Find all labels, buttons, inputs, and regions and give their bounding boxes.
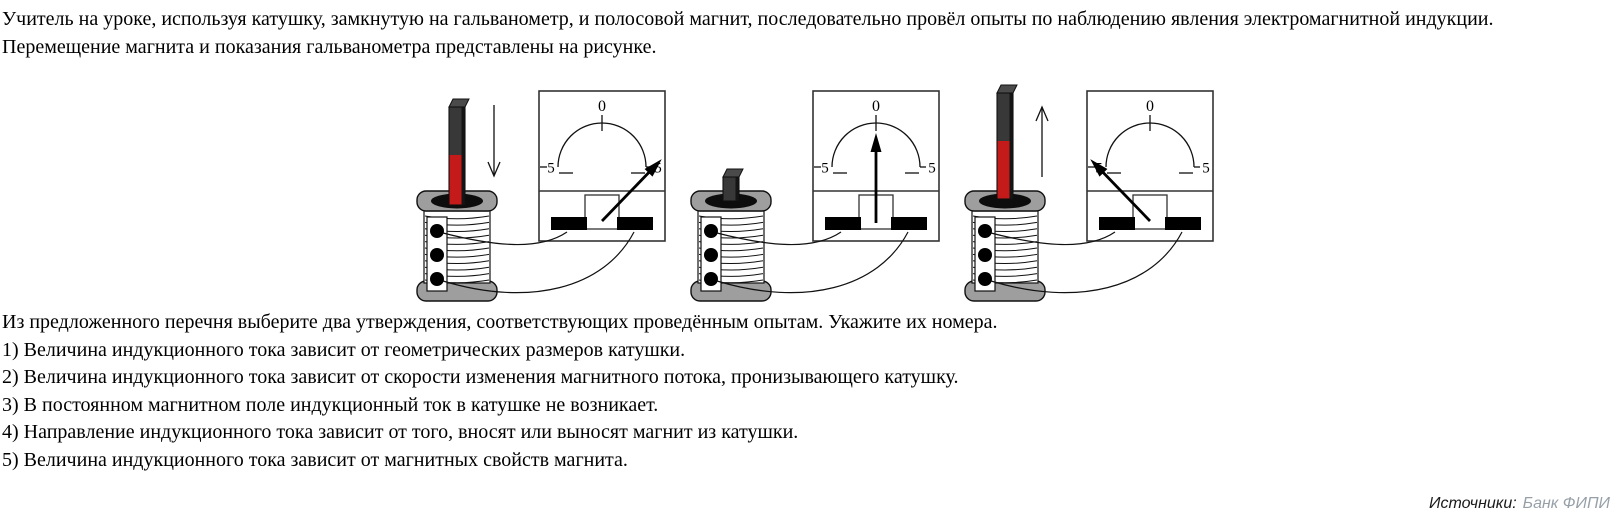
option-item: 5) Величина индукционного тока зависит о… [2, 448, 628, 471]
figure [0, 83, 1616, 305]
galvanometer-needle [1090, 159, 1152, 222]
down-arrow-icon [487, 105, 501, 178]
question-block: Из предложенного перечня выберите два ут… [0, 309, 1616, 474]
source-link[interactable]: Банк ФИПИ [1522, 495, 1610, 512]
experiment-remove [947, 83, 1217, 305]
option-item: 4) Направление индукционного тока зависи… [2, 421, 799, 443]
bar-magnet [996, 84, 1018, 200]
wires [442, 231, 635, 294]
experiment-rest [673, 83, 943, 305]
wires [990, 231, 1183, 294]
question-text: Из предложенного перечня выберите два ут… [2, 311, 998, 333]
bar-magnet [448, 98, 470, 206]
experiment-insert [399, 83, 669, 305]
source-label: Источники: [1429, 495, 1517, 512]
source-line: Источники: Банк ФИПИ [1429, 495, 1610, 513]
up-arrow-icon [1035, 105, 1049, 177]
galvanometer-body [1086, 90, 1214, 242]
option-item: 3) В постоянном магнитном поле индукцион… [2, 393, 659, 416]
problem-intro: Учитель на уроке, используя катушку, зам… [2, 8, 1494, 58]
bar-magnet [722, 168, 744, 202]
galvanometer-needle [600, 159, 662, 222]
option-item: 2) Величина индукционного тока зависит о… [2, 366, 959, 388]
wires [716, 231, 909, 294]
galvanometer-body [538, 90, 666, 242]
galvanometer-needle [870, 133, 882, 223]
options-list: 1) Величина индукционного тока зависит о… [2, 337, 1616, 475]
option-item: 1) Величина индукционного тока зависит о… [2, 338, 686, 361]
